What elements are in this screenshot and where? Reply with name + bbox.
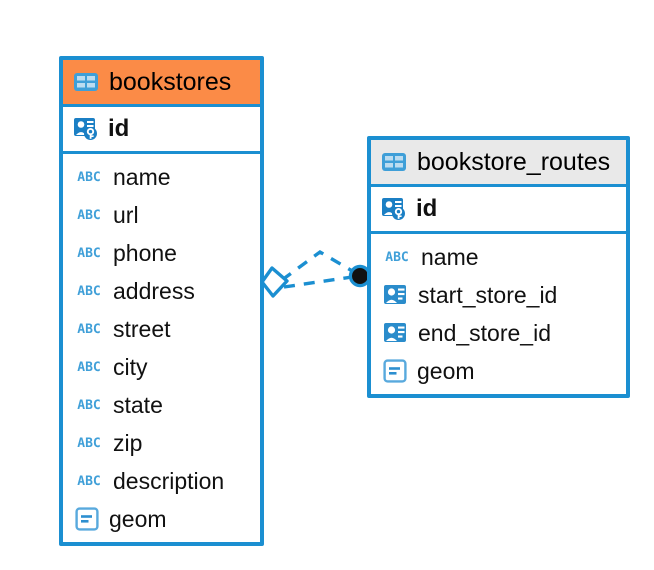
abc-text-icon: ABC — [77, 245, 101, 261]
field-row-description[interactable]: ABC description — [63, 462, 260, 500]
entity-header-bookstores[interactable]: bookstores — [63, 60, 260, 107]
abc-text-icon: ABC — [77, 359, 101, 375]
field-row-end-store-id[interactable]: end_store_id — [371, 314, 626, 352]
field-row-street[interactable]: ABC street — [63, 310, 260, 348]
field-label: geom — [109, 505, 167, 532]
field-row-start-store-id[interactable]: start_store_id — [371, 276, 626, 314]
field-row-geom[interactable]: geom — [371, 352, 626, 390]
field-list-bookstores: ABC name ABC url ABC phone ABC address A… — [63, 154, 260, 544]
geometry-icon — [383, 359, 407, 383]
primary-key-row[interactable]: id — [371, 187, 626, 234]
relationship-line-upper — [280, 249, 355, 282]
field-label: start_store_id — [418, 281, 558, 308]
field-label: city — [113, 353, 148, 380]
field-row-name[interactable]: ABC name — [371, 238, 626, 276]
field-label: street — [113, 315, 171, 342]
foreign-key-icon — [383, 321, 408, 345]
abc-text-icon: ABC — [77, 321, 101, 337]
field-label: url — [113, 201, 139, 228]
abc-text-icon: ABC — [77, 207, 101, 223]
field-row-city[interactable]: ABC city — [63, 348, 260, 386]
primary-key-icon — [73, 116, 100, 143]
relationship-line-lower — [283, 275, 353, 289]
table-icon — [381, 152, 407, 172]
primary-key-icon — [381, 196, 408, 223]
field-label: geom — [417, 357, 475, 384]
field-label: address — [113, 277, 195, 304]
abc-text-icon: ABC — [77, 283, 101, 299]
field-row-phone[interactable]: ABC phone — [63, 234, 260, 272]
field-row-state[interactable]: ABC state — [63, 386, 260, 424]
field-row-address[interactable]: ABC address — [63, 272, 260, 310]
field-row-name[interactable]: ABC name — [63, 158, 260, 196]
field-label: name — [113, 163, 171, 190]
field-label: state — [113, 391, 163, 418]
field-row-geom[interactable]: geom — [63, 500, 260, 538]
field-label: name — [421, 243, 479, 270]
field-row-zip[interactable]: ABC zip — [63, 424, 260, 462]
entity-bookstores[interactable]: bookstores id — [59, 56, 264, 546]
primary-key-label: id — [108, 115, 130, 142]
abc-text-icon: ABC — [77, 397, 101, 413]
entity-bookstore-routes[interactable]: bookstore_routes id — [367, 136, 630, 398]
field-list-bookstore-routes: ABC name start_store_id — [371, 234, 626, 396]
diamond-marker — [260, 266, 289, 298]
primary-key-label: id — [416, 195, 438, 222]
abc-text-icon: ABC — [77, 435, 101, 451]
field-label: end_store_id — [418, 319, 551, 346]
field-label: zip — [113, 429, 143, 456]
geometry-icon — [75, 507, 99, 531]
field-label: phone — [113, 239, 177, 266]
foreign-key-icon — [383, 283, 408, 307]
abc-text-icon: ABC — [77, 473, 101, 489]
entity-title: bookstores — [109, 67, 232, 96]
table-icon — [73, 72, 99, 92]
entity-header-bookstore-routes[interactable]: bookstore_routes — [371, 140, 626, 187]
abc-text-icon: ABC — [385, 249, 409, 265]
primary-key-row[interactable]: id — [63, 107, 260, 154]
entity-title: bookstore_routes — [417, 147, 611, 176]
field-row-url[interactable]: ABC url — [63, 196, 260, 234]
abc-text-icon: ABC — [77, 169, 101, 185]
field-label: description — [113, 467, 225, 494]
